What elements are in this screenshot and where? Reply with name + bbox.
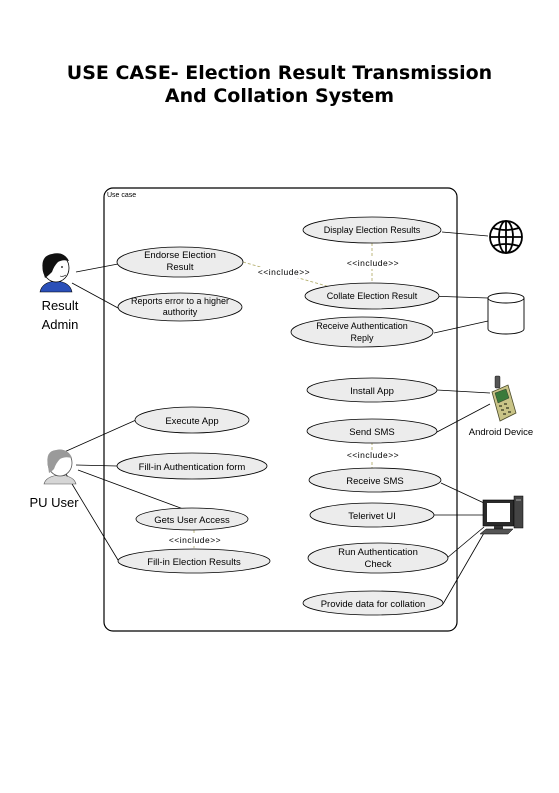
- pu-user-label: PU User: [29, 495, 79, 510]
- title-line-1: USE CASE- Election Result Transmission: [66, 62, 493, 84]
- title-line-2: And Collation System: [164, 85, 395, 107]
- gets-access-label: Gets User Access: [154, 515, 230, 526]
- use-case-send-sms[interactable]: [306, 418, 438, 444]
- install-app-label: Install App: [350, 386, 394, 397]
- system-label: Use case: [107, 192, 136, 199]
- result-admin-label-1: Result: [42, 298, 79, 313]
- mobile-phone-icon: [491, 375, 517, 422]
- use-case-install-app[interactable]: [306, 377, 438, 403]
- receive-auth-label-1: Receive Authentication: [316, 321, 408, 331]
- endorse-label-2: Result: [167, 262, 194, 273]
- run-auth-label-2: Check: [365, 559, 392, 570]
- use-case-gets-access[interactable]: [135, 507, 249, 531]
- use-case-fill-auth[interactable]: [116, 452, 268, 480]
- globe-icon: [489, 220, 523, 254]
- execute-app-label: Execute App: [165, 416, 218, 427]
- admin-actor-icon: [39, 253, 73, 293]
- use-case-display-results[interactable]: [302, 216, 442, 244]
- use-case-provide-data[interactable]: [302, 590, 444, 616]
- use-case-run-auth[interactable]: [307, 542, 449, 574]
- use-case-fill-results[interactable]: [117, 548, 271, 574]
- computer-icon: [479, 495, 524, 535]
- reports-label-1: Reports error to a higher: [131, 296, 229, 306]
- database-icon: [487, 292, 525, 335]
- receive-sms-label: Receive SMS: [346, 476, 404, 487]
- include-label-2: <<include>>: [347, 258, 399, 268]
- send-sms-label: Send SMS: [349, 427, 394, 438]
- use-case-collate[interactable]: [304, 282, 440, 310]
- use-case-endorse[interactable]: [116, 246, 244, 278]
- diagram-title: USE CASE- Election Result Transmission A…: [0, 62, 559, 108]
- use-case-receive-auth[interactable]: [290, 316, 434, 348]
- reports-label-2: authority: [163, 307, 198, 317]
- run-auth-label-1: Run Authentication: [338, 547, 418, 558]
- include-label-3: <<include>>: [347, 450, 399, 460]
- android-device-label: Android Device: [469, 427, 533, 438]
- provide-data-label: Provide data for collation: [321, 599, 426, 610]
- display-label: Display Election Results: [324, 225, 421, 235]
- collate-label: Collate Election Result: [327, 291, 418, 301]
- fill-auth-label: Fill-in Authentication form: [139, 462, 246, 473]
- use-case-reports-error[interactable]: [117, 292, 243, 322]
- use-case-execute-app[interactable]: [134, 406, 250, 434]
- user-actor-icon: [43, 449, 77, 485]
- include-label-1: <<include>>: [258, 267, 310, 277]
- telerivet-label: Telerivet UI: [348, 511, 396, 522]
- endorse-label-1: Endorse Election: [144, 250, 216, 261]
- include-label-4: <<include>>: [169, 535, 221, 545]
- result-admin-label-2: Admin: [42, 317, 79, 332]
- use-case-receive-sms[interactable]: [308, 467, 442, 493]
- fill-results-label: Fill-in Election Results: [147, 557, 241, 568]
- receive-auth-label-2: Reply: [350, 333, 374, 343]
- use-case-telerivet[interactable]: [309, 502, 435, 528]
